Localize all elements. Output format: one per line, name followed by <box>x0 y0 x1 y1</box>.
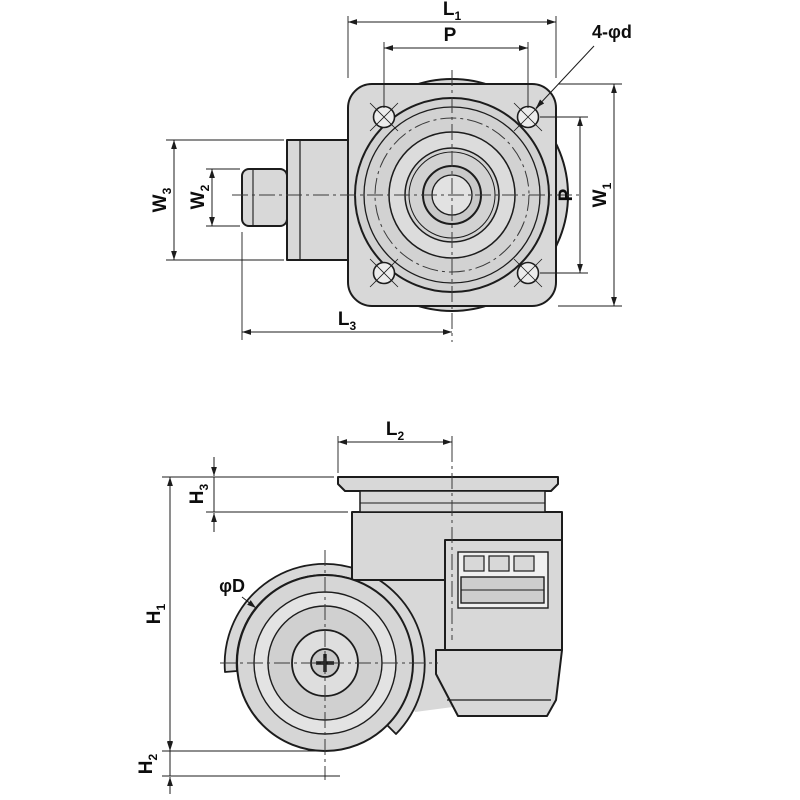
dim-label-w3: W3 <box>150 187 174 212</box>
leader-line <box>535 45 595 109</box>
dim-h2: H2 <box>136 733 340 794</box>
foot-pad <box>435 649 563 717</box>
bracket-body <box>286 139 349 261</box>
dim-label-l3: L3 <box>338 309 357 333</box>
dim-label-h2: H2 <box>136 753 160 774</box>
dim-label-h1: H1 <box>144 603 168 624</box>
dim-w2: W2 <box>188 168 240 227</box>
dim-label-p-top: P <box>444 25 457 46</box>
dim-bolt-callout: 4-φd <box>535 22 632 109</box>
bolt-hole-bottom-left <box>369 258 399 288</box>
dim-l2: L2 <box>337 419 453 473</box>
dim-label-w1: W1 <box>590 182 614 207</box>
gear-tooth <box>463 555 485 572</box>
leader-line <box>241 596 257 609</box>
top-mounting-plate <box>337 476 559 492</box>
adjust-shaft <box>241 168 288 227</box>
dim-label-p-right: P <box>556 188 577 201</box>
adjust-bracket <box>241 139 349 261</box>
dim-w1: W1 <box>558 83 622 307</box>
bolt-hole-cross <box>369 258 399 288</box>
bolt-holes <box>369 102 543 288</box>
side-view: L2 H3 H1 H2 φD <box>136 419 563 794</box>
top-view: L1 P 4-φd W3 W2 <box>150 0 632 342</box>
dim-label-l2: L2 <box>386 419 405 443</box>
dim-label-h3: H3 <box>187 483 211 504</box>
bolt-hole-cross <box>513 258 543 288</box>
dim-label-w2: W2 <box>188 184 212 209</box>
dim-p-top: P <box>383 25 529 108</box>
gear-tooth <box>513 555 535 572</box>
dim-wheel-dia: φD <box>219 576 257 609</box>
dim-label-l1: L1 <box>443 0 462 23</box>
dim-h3: H3 <box>162 457 348 532</box>
dim-label-bolt-callout: 4-φd <box>592 22 632 42</box>
gear-window <box>457 551 549 609</box>
dim-l1: L1 <box>347 0 557 78</box>
gear-tooth <box>488 555 510 572</box>
dim-label-wheel-dia: φD <box>219 576 245 596</box>
bolt-hole-bottom-right <box>513 258 543 288</box>
dim-h1: H1 <box>144 477 318 752</box>
dim-p-right: P <box>540 116 588 274</box>
bolt-hole-cross <box>369 102 399 132</box>
dim-w3: W3 <box>150 139 284 261</box>
dim-l3: L3 <box>241 232 452 340</box>
